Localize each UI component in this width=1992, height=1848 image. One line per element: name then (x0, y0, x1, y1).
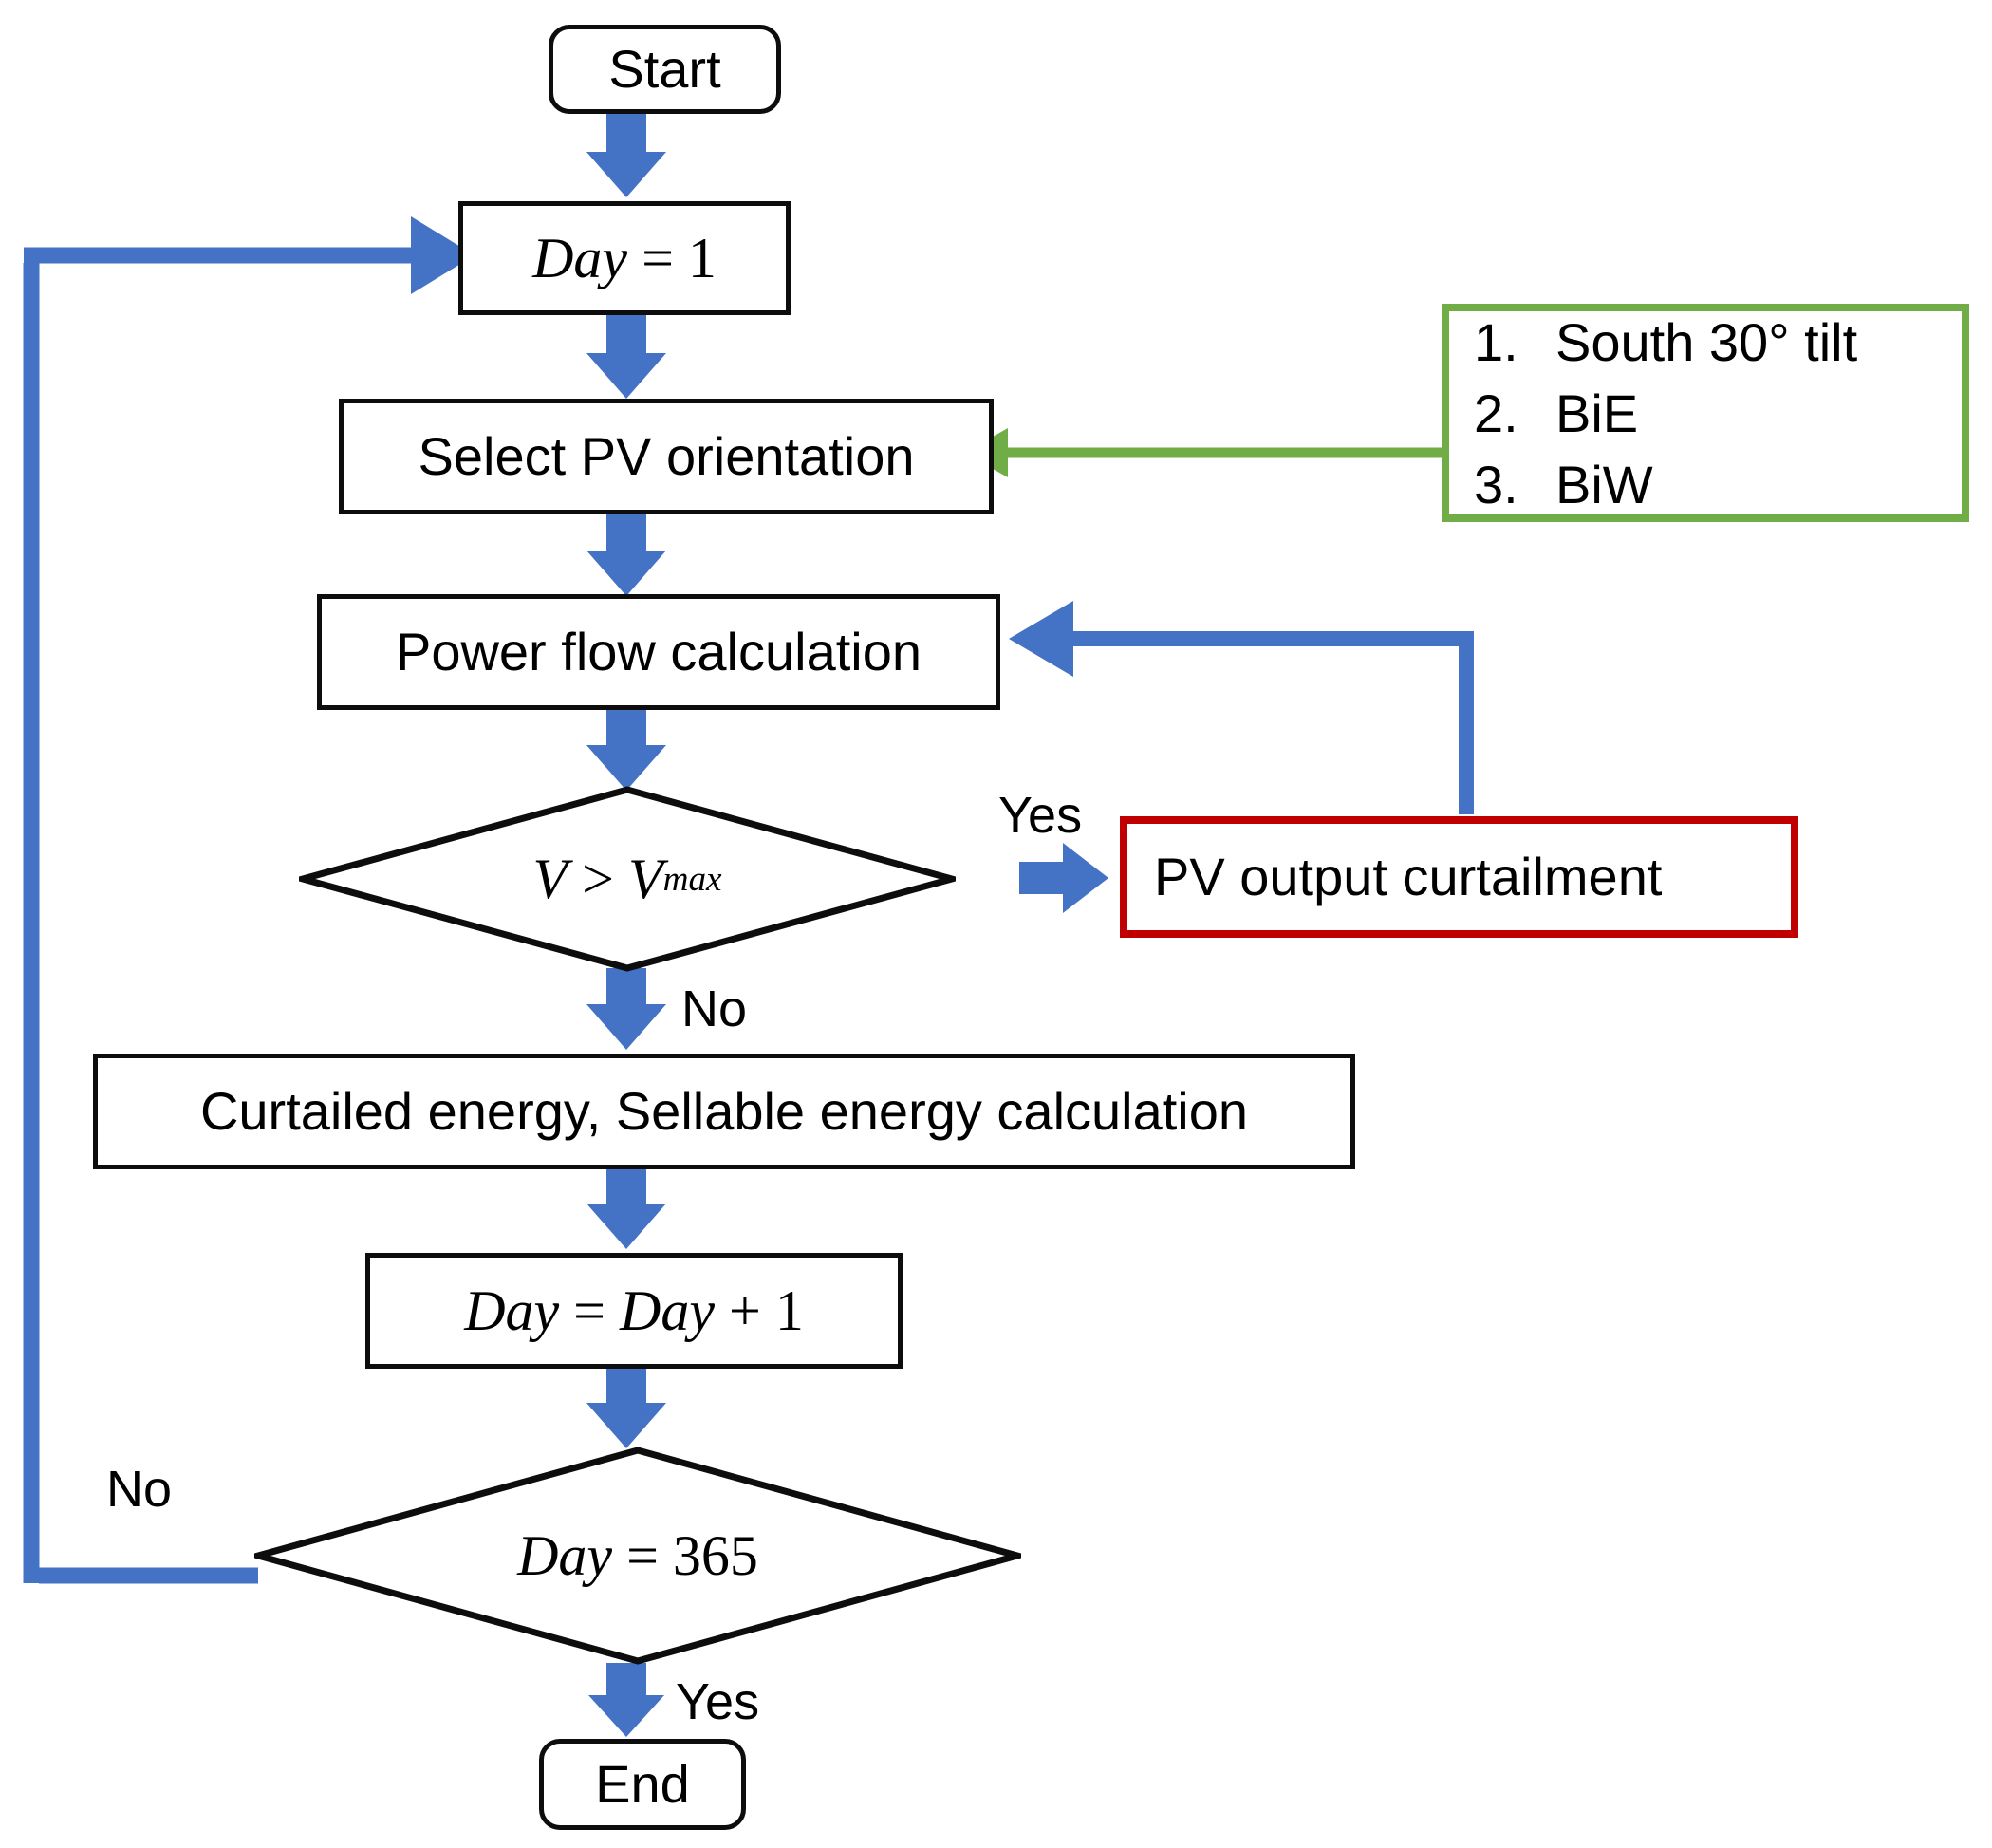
node-power-flow-calculation-label: Power flow calculation (395, 622, 922, 682)
arrow-day-check-yes-to-end (588, 1663, 664, 1737)
arrow-day-increment-to-day-check (586, 1367, 666, 1448)
node-select-pv-orientation[interactable]: Select PV orientation (339, 399, 994, 514)
arrow-voltage-no-to-energy-calc (586, 968, 666, 1050)
node-power-flow-calculation[interactable]: Power flow calculation (317, 594, 1000, 710)
node-energy-calculation[interactable]: Curtailed energy, Sellable energy calcul… (93, 1054, 1355, 1169)
node-day-increment[interactable]: Day = Day + 1 (365, 1253, 903, 1369)
node-day-init[interactable]: Day = 1 (458, 201, 791, 315)
orientation-option-1-label: South 30° tilt (1555, 311, 1858, 372)
arrow-voltage-yes-to-curtailment (1019, 843, 1108, 913)
node-end-label: End (595, 1754, 690, 1815)
voltage-check-diamond-shape (299, 786, 956, 972)
arrow-select-to-power-flow (586, 513, 666, 596)
node-day-increment-label: Day = Day + 1 (464, 1279, 804, 1342)
edge-label-day-no: No (106, 1461, 173, 1518)
arrow-day-init-to-select (586, 313, 666, 399)
orientation-option-3-label: BiW (1555, 454, 1653, 514)
orientation-option-1[interactable]: 1. South 30° tilt (1474, 311, 1969, 373)
node-day-init-label: Day = 1 (532, 227, 717, 289)
edge-label-day-yes: Yes (676, 1673, 760, 1730)
orientation-options-callout[interactable] (1442, 304, 1969, 522)
arrow-power-flow-to-voltage-check (586, 707, 666, 791)
node-start-label: Start (608, 39, 721, 100)
node-select-pv-orientation-label: Select PV orientation (418, 426, 915, 487)
edge-label-voltage-yes: Yes (998, 787, 1083, 844)
orientation-option-2-number: 2. (1474, 383, 1518, 443)
orientation-option-3-number: 3. (1474, 454, 1518, 514)
node-pv-output-curtailment-label: PV output curtailment (1154, 847, 1663, 907)
arrow-start-to-day-init (586, 112, 666, 197)
orientation-option-2-label: BiE (1555, 383, 1639, 443)
node-day-check-label: Day = 365 (517, 1523, 758, 1587)
arrow-energy-calc-to-day-increment (586, 1166, 666, 1249)
node-start[interactable]: Start (549, 25, 781, 114)
node-pv-output-curtailment[interactable]: PV output curtailment (1120, 816, 1798, 938)
orientation-options-list: 1. South 30° tilt 2. BiE 3. BiW (1442, 304, 1969, 522)
arrow-orientation-options-to-select (964, 428, 1442, 477)
edge-label-voltage-no: No (681, 980, 748, 1037)
node-day-check[interactable]: Day = 365 (254, 1447, 1021, 1665)
node-energy-calculation-label: Curtailed energy, Sellable energy calcul… (199, 1081, 1249, 1142)
day-check-diamond-shape (254, 1447, 1021, 1665)
orientation-option-3[interactable]: 3. BiW (1474, 454, 1969, 515)
arrow-curtailment-feedback-to-power-flow (1009, 601, 1474, 814)
orientation-option-1-number: 1. (1474, 311, 1518, 372)
node-end[interactable]: End (539, 1739, 746, 1830)
orientation-option-2[interactable]: 2. BiE (1474, 383, 1969, 444)
